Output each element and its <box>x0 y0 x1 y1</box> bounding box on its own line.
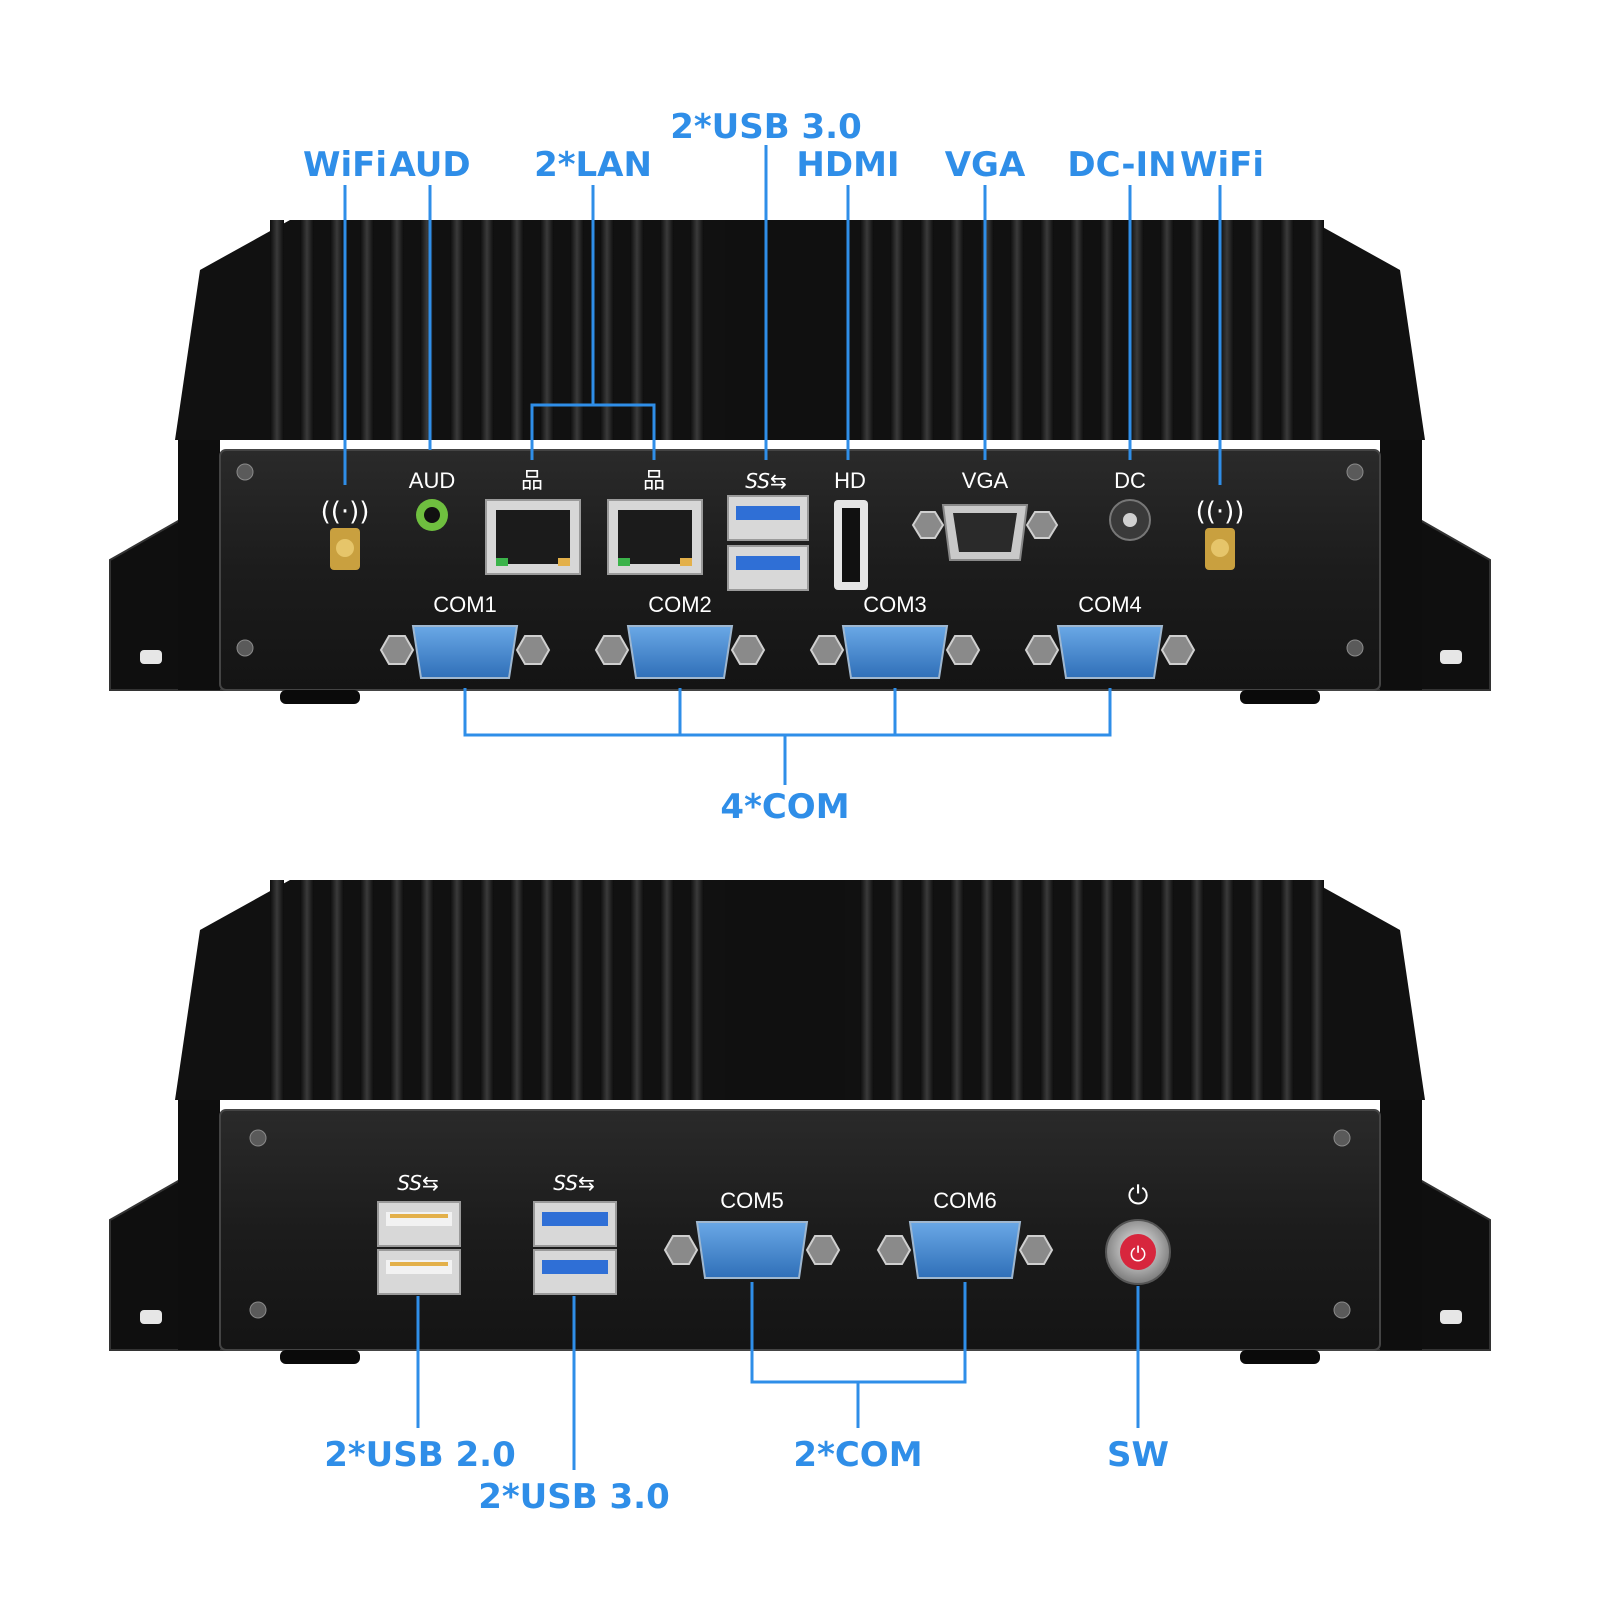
bottom-unit: SS⇆ SS⇆ COM5 COM6 <box>109 880 1491 1517</box>
power-symbol-icon: ⏻ <box>1130 1242 1146 1266</box>
screw <box>249 1129 267 1147</box>
screw <box>1346 463 1364 481</box>
com6-port <box>876 1221 1054 1279</box>
com2-port-label: COM2 <box>648 592 712 617</box>
callout-dc-in: DC-IN <box>1067 145 1176 185</box>
side-ribs-right <box>1380 440 1422 690</box>
callout-usb3-bottom: 2*USB 3.0 <box>478 1477 670 1517</box>
vga-port <box>911 504 1059 561</box>
top-unit: ((·)) AUD 品 品 SS⇆ <box>109 107 1491 827</box>
foot <box>280 690 360 704</box>
lan-port-2: 品 <box>607 469 703 575</box>
callout-sw: SW <box>1107 1435 1169 1475</box>
callout-usb2: 2*USB 2.0 <box>324 1435 516 1475</box>
callout-vga: VGA <box>945 145 1026 185</box>
dc-in-jack <box>1109 499 1151 541</box>
power-button[interactable]: ⏻ <box>1105 1219 1171 1285</box>
wifi-icon: ((·)) <box>321 497 370 527</box>
heatsink-fins <box>270 880 1324 1100</box>
audio-jack <box>416 499 448 531</box>
com4-port-label: COM4 <box>1078 592 1142 617</box>
callout-lan: 2*LAN <box>534 145 652 185</box>
superspeed-usb-icon: SS⇆ <box>397 1171 438 1195</box>
hdmi-port <box>834 500 868 590</box>
usb2-port-stack: SS⇆ <box>377 1171 461 1295</box>
com3-port-label: COM3 <box>863 592 927 617</box>
aud-port-label: AUD <box>409 468 455 493</box>
hd-port-label: HD <box>834 468 866 493</box>
bracket-slot-right <box>1440 1310 1462 1324</box>
screw <box>236 463 254 481</box>
usb3-port-stack: SS⇆ <box>533 1171 617 1295</box>
com5-port-label: COM5 <box>720 1188 784 1213</box>
com4-port <box>1024 625 1196 679</box>
screw <box>1346 639 1364 657</box>
heatsink-fins <box>270 220 1324 440</box>
bracket-slot-right <box>1440 650 1462 664</box>
callout-usb3-top: 2*USB 3.0 <box>670 107 862 147</box>
side-ribs-left <box>178 1100 220 1350</box>
foot <box>280 1350 360 1364</box>
foot <box>1240 1350 1320 1364</box>
superspeed-usb-icon: SS⇆ <box>553 1171 594 1195</box>
network-icon: 品 <box>521 469 543 494</box>
callout-2com: 2*COM <box>793 1435 922 1475</box>
callout-wifi-right: WiFi <box>1180 145 1264 185</box>
com2-port <box>594 625 766 679</box>
side-ribs-right <box>1380 1100 1422 1350</box>
bottom-leader-lines <box>416 1282 1140 1470</box>
vga-port-label: VGA <box>962 468 1009 493</box>
com6-port-label: COM6 <box>933 1188 997 1213</box>
callout-4com: 4*COM <box>720 787 849 827</box>
screw <box>1333 1301 1351 1319</box>
lan-port-1: 品 <box>485 469 581 575</box>
screw <box>249 1301 267 1319</box>
wifi-antenna-port-left: ((·)) <box>321 497 370 570</box>
wifi-antenna-port-right: ((·)) <box>1196 497 1245 570</box>
screw <box>1333 1129 1351 1147</box>
bracket-slot-left <box>140 650 162 664</box>
top-leader-lines <box>343 145 1222 785</box>
wifi-icon: ((·)) <box>1196 497 1245 527</box>
bracket-slot-left <box>140 1310 162 1324</box>
callout-aud: AUD <box>389 145 470 185</box>
screw <box>236 639 254 657</box>
com5-port <box>663 1221 841 1279</box>
side-ribs-left <box>178 440 220 690</box>
network-icon: 品 <box>643 469 665 494</box>
com3-port <box>809 625 981 679</box>
foot <box>1240 690 1320 704</box>
power-icon: ⏻ <box>1128 1181 1149 1211</box>
callout-wifi-left: WiFi <box>303 145 387 185</box>
superspeed-usb-icon: SS⇆ <box>745 469 786 493</box>
com1-port-label: COM1 <box>433 592 497 617</box>
com1-port <box>379 625 551 679</box>
callout-hdmi: HDMI <box>796 145 899 185</box>
usb3-port-stack: SS⇆ <box>727 469 809 591</box>
dc-port-label: DC <box>1114 468 1146 493</box>
